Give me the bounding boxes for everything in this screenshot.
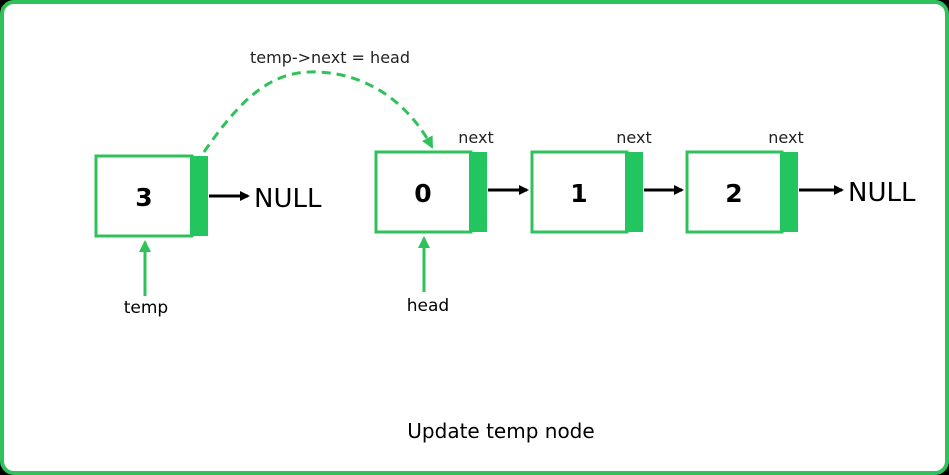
list-node-1-next-label: next [616,128,651,147]
list-node-2-next-field [780,152,798,232]
list-node-0-next-field [469,152,487,232]
list-node-0: 0 [374,150,487,234]
temp-next-to-head-dashed-arrow [202,70,434,153]
temp-node-next-field [190,156,208,236]
linked-list-diagram: temp->next = head 3 NULL temp 0 next hea… [94,48,916,443]
list-node-2-next-label: next [768,128,803,147]
list-node-0-value: 0 [414,179,431,208]
list-node-2: 2 [685,150,798,234]
head-pointer-label: head [407,296,449,316]
diagram-caption: Update temp node [407,419,594,443]
temp-null-label: NULL [254,184,322,214]
list-node-1-value: 1 [570,179,587,208]
list-node-1: 1 [530,150,643,234]
temp-pointer-label: temp [124,298,168,318]
list-null-label: NULL [848,178,916,208]
temp-node-value: 3 [135,183,152,212]
temp-node: 3 [94,154,208,238]
operation-label: temp->next = head [250,48,410,67]
list-node-1-next-field [625,152,643,232]
list-node-2-value: 2 [725,179,742,208]
list-node-0-next-label: next [458,128,493,147]
